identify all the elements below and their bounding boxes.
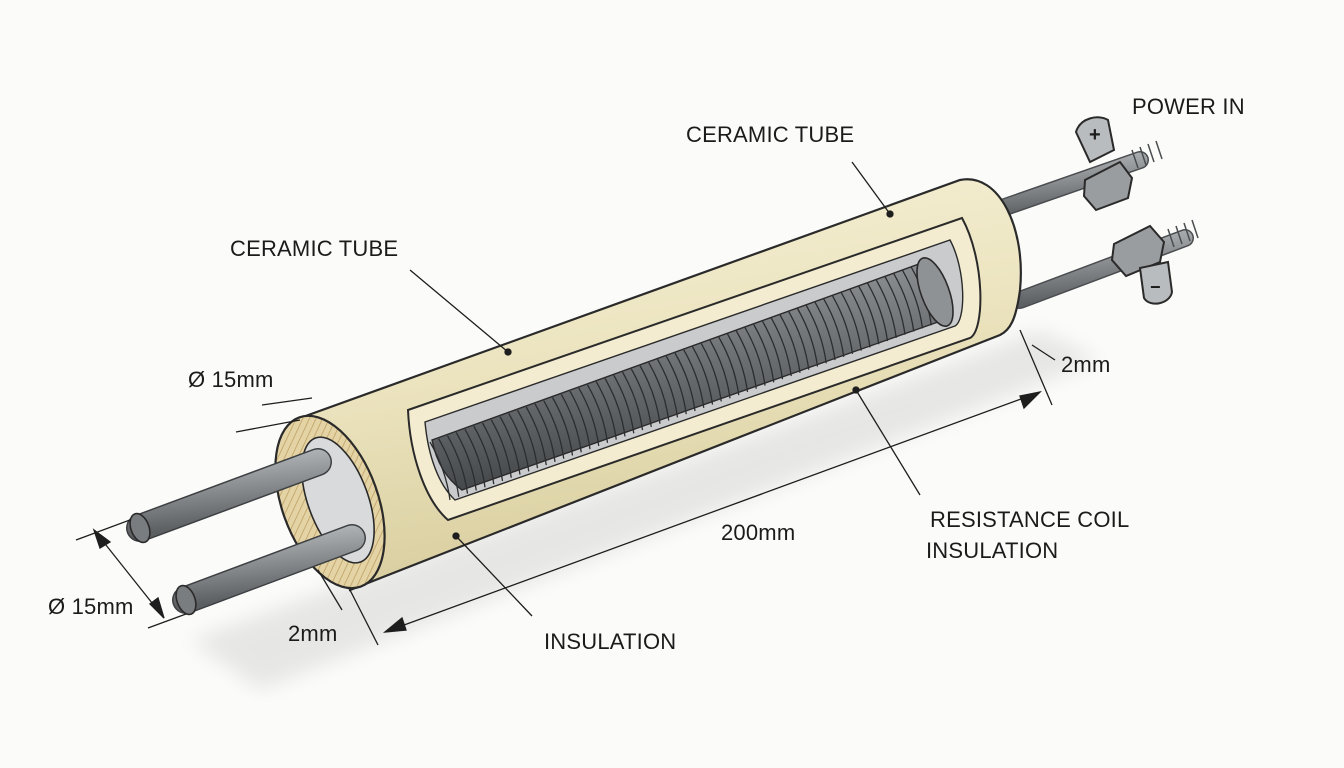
coil-turn xyxy=(586,384,609,443)
coil-turn xyxy=(560,393,582,453)
negative-terminal-nut xyxy=(1110,224,1174,305)
coil-turn xyxy=(543,400,565,459)
label-length: 200mm xyxy=(721,520,796,545)
coil-turn xyxy=(893,273,915,332)
coil-turn xyxy=(831,295,854,354)
coil-turn xyxy=(866,282,889,342)
coil-turn xyxy=(761,320,784,380)
coil-turn xyxy=(551,397,574,456)
label-insulation-bottom: INSULATION xyxy=(544,629,677,654)
positive-terminal-nut xyxy=(1074,116,1134,212)
label-wall-thickness-left: 2mm xyxy=(288,621,338,646)
ground-shadow xyxy=(190,330,1100,690)
label-ceramic-tube-left: CERAMIC TUBE xyxy=(230,236,399,261)
label-wall-thickness-right: 2mm xyxy=(1061,352,1111,377)
coil-turn xyxy=(516,409,539,469)
dimension-lines xyxy=(75,329,1056,646)
coil-turn xyxy=(604,378,626,437)
coil-turn xyxy=(569,390,591,450)
coil-turn xyxy=(613,374,635,434)
length-dimension-line xyxy=(384,391,1041,633)
coil-turn xyxy=(473,425,495,485)
coil-turn xyxy=(884,276,906,335)
coil-turn xyxy=(849,289,871,348)
label-power-in: POWER IN xyxy=(1132,94,1245,119)
coil-turn xyxy=(438,438,460,497)
coil-turn xyxy=(595,381,617,440)
coil-turn xyxy=(875,279,897,338)
coil-turn xyxy=(753,324,775,383)
coil-turn xyxy=(446,435,469,494)
coil-turn xyxy=(823,298,845,358)
coil-turn xyxy=(770,317,792,377)
coil-turn xyxy=(499,416,521,475)
coil-turn xyxy=(744,327,766,386)
coil-turn xyxy=(735,330,757,389)
coil-turn xyxy=(674,352,696,412)
coil-turn xyxy=(525,406,547,466)
coil-turn xyxy=(814,301,836,361)
coil-turn xyxy=(901,270,924,329)
coil-turn xyxy=(805,304,827,364)
coil-turn xyxy=(464,428,486,488)
coil-turn xyxy=(796,308,819,367)
coil-turn xyxy=(630,368,652,427)
left-terminal-rods xyxy=(126,448,366,616)
coil-turn xyxy=(665,355,687,415)
coil-turn xyxy=(639,365,661,424)
plus-sign-icon: + xyxy=(1089,124,1101,146)
coil-turn xyxy=(621,371,644,431)
coil-turn xyxy=(429,441,451,501)
coil-turn xyxy=(779,314,801,373)
label-diameter-upper: Ø 15mm xyxy=(188,367,274,392)
coil-turn xyxy=(648,362,670,421)
length-arrow-left xyxy=(382,616,407,633)
coil-turn xyxy=(858,285,880,345)
coil-turn xyxy=(481,422,504,482)
leader-lines xyxy=(409,161,921,617)
coil-turn xyxy=(578,387,600,447)
coil-turn xyxy=(683,349,705,408)
length-arrow-right xyxy=(1019,390,1042,410)
label-insulation-right: INSULATION xyxy=(926,538,1059,563)
resistance-coil xyxy=(429,257,954,501)
minus-sign-icon: − xyxy=(1150,277,1161,297)
label-resistance-coil: RESISTANCE COIL xyxy=(930,507,1130,532)
coil-turn xyxy=(788,311,810,370)
coil-turn xyxy=(718,336,740,396)
coil-turn xyxy=(726,333,749,393)
label-ceramic-tube-top: CERAMIC TUBE xyxy=(686,122,855,147)
coil-turn xyxy=(691,346,714,405)
coil-turn xyxy=(709,339,731,399)
coil-turn xyxy=(534,403,556,462)
coil-turn xyxy=(700,343,722,402)
coil-turn xyxy=(508,413,530,472)
coil-turn xyxy=(455,432,477,491)
coil-turn xyxy=(840,292,862,351)
coil-turn xyxy=(656,359,679,418)
coil-turn xyxy=(490,419,512,478)
label-diameter-lower: Ø 15mm xyxy=(48,594,134,619)
